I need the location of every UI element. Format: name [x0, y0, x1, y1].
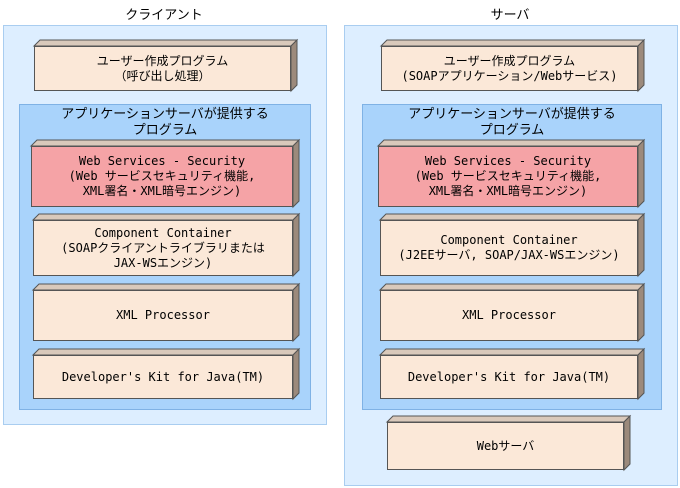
client-xml-box: XML Processor	[31, 282, 301, 343]
client-devkit-label: Developer's Kit for Java(TM)	[33, 355, 293, 399]
server-security-label: Web Services - Security (Web サービスセキュリティ機…	[378, 146, 638, 207]
client-title: クライアント	[125, 8, 203, 23]
server-devkit-box: Developer's Kit for Java(TM)	[378, 347, 646, 401]
server-webserver-box: Webサーバ	[385, 414, 632, 472]
server-xml-box: XML Processor	[378, 282, 646, 343]
client-component-label: Component Container (SOAPクライアントライブラリまたは …	[33, 220, 293, 276]
box-depth	[378, 212, 646, 278]
client-devkit-box: Developer's Kit for Java(TM)	[31, 347, 301, 401]
server-app-server-title: アプリケーションサーバが提供する プログラム	[408, 107, 616, 138]
client-xml-label: XML Processor	[33, 290, 293, 341]
client-component-box: Component Container (SOAPクライアントライブラリまたは …	[31, 212, 301, 278]
server-title: サーバ	[490, 8, 530, 23]
client-user-program-label: ユーザー作成プログラム （呼び出し処理）	[34, 46, 291, 91]
server-devkit-label: Developer's Kit for Java(TM)	[380, 355, 638, 399]
client-security-box: Web Services - Security (Web サービスセキュリティ機…	[29, 138, 301, 209]
box-depth	[376, 138, 646, 209]
server-user-program-box: ユーザー作成プログラム (SOAPアプリケーション/Webサービス)	[379, 38, 646, 93]
client-user-program-box: ユーザー作成プログラム （呼び出し処理）	[32, 38, 299, 93]
server-security-box: Web Services - Security (Web サービスセキュリティ機…	[376, 138, 646, 209]
server-xml-label: XML Processor	[380, 290, 638, 341]
client-security-label: Web Services - Security (Web サービスセキュリティ機…	[31, 146, 293, 207]
server-webserver-label: Webサーバ	[387, 422, 624, 470]
server-component-label: Component Container (J2EEサーバ, SOAP/JAX-W…	[380, 220, 638, 276]
server-component-box: Component Container (J2EEサーバ, SOAP/JAX-W…	[378, 212, 646, 278]
server-user-program-label: ユーザー作成プログラム (SOAPアプリケーション/Webサービス)	[381, 46, 638, 91]
client-app-server-title: アプリケーションサーバが提供する プログラム	[61, 107, 269, 138]
box-depth	[31, 282, 301, 343]
